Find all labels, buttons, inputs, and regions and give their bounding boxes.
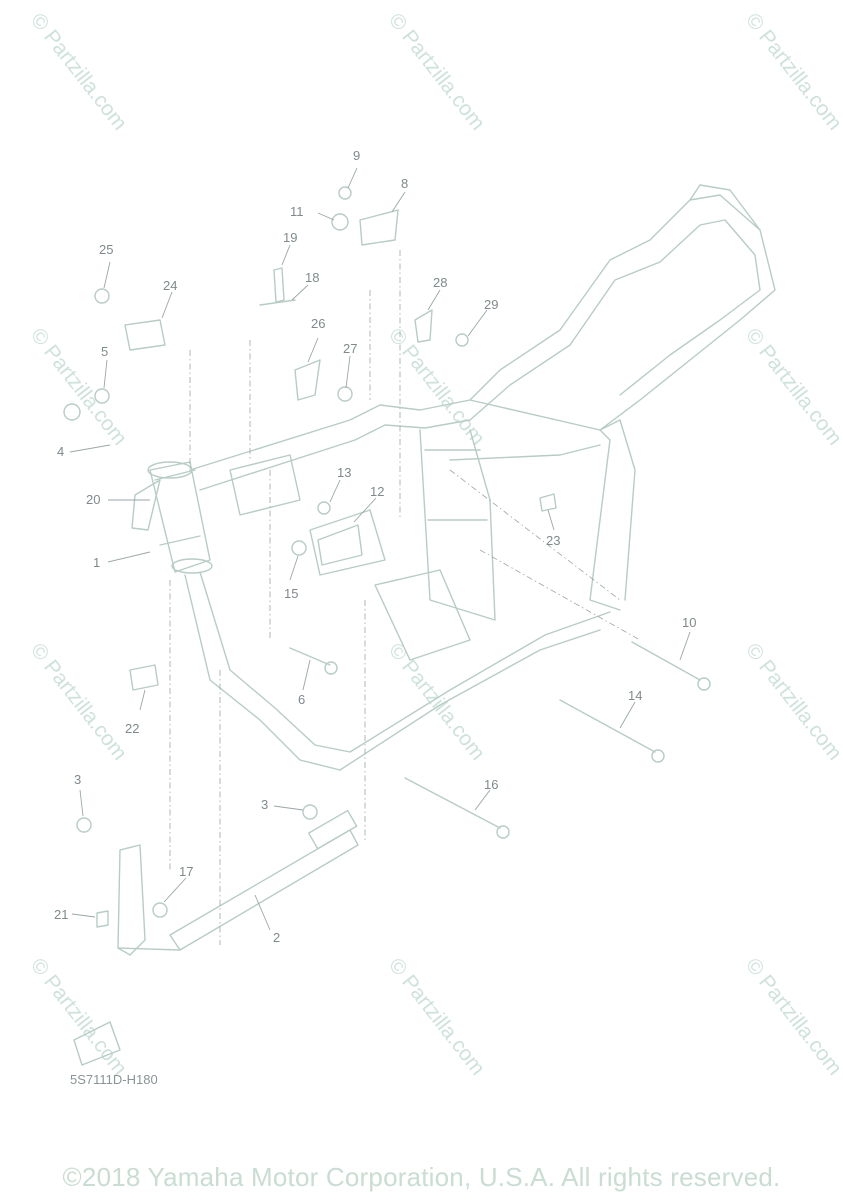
callout-13: 13 <box>337 465 351 480</box>
callout-11: 11 <box>290 204 304 219</box>
callout-14: 14 <box>628 688 642 703</box>
assembly-guides <box>169 250 641 945</box>
small-parts <box>63 186 711 1066</box>
callout-1: 1 <box>93 555 100 570</box>
head-pipe <box>149 461 211 573</box>
callout-4: 4 <box>57 444 64 459</box>
watermark-text: © Partzilla.com <box>384 639 489 765</box>
callout-17: 17 <box>179 864 193 879</box>
watermark-text: © Partzilla.com <box>741 324 843 450</box>
callout-29: 29 <box>484 297 498 312</box>
callout-16: 16 <box>484 777 498 792</box>
callout-6: 6 <box>298 692 305 707</box>
callout-5: 5 <box>101 344 108 359</box>
callout-3a: 3 <box>74 772 81 787</box>
callout-21: 21 <box>54 907 68 922</box>
leader-lines <box>69 167 691 931</box>
callout-19: 19 <box>283 230 297 245</box>
callout-15: 15 <box>284 586 298 601</box>
callout-10: 10 <box>682 615 696 630</box>
callout-9: 9 <box>353 148 360 163</box>
callout-18: 18 <box>305 270 319 285</box>
watermark-layer: © Partzilla.com © Partzilla.com © Partzill… <box>26 9 843 1080</box>
callout-20: 20 <box>86 492 100 507</box>
callout-27: 27 <box>343 341 357 356</box>
front-lower-tube <box>117 809 359 956</box>
callout-12: 12 <box>370 484 384 499</box>
drawing-code: 5S7111D-H180 <box>70 1072 158 1087</box>
watermark-text: © Partzilla.com <box>384 954 489 1080</box>
callout-26: 26 <box>311 316 325 331</box>
watermark-text: © Partzilla.com <box>741 639 843 765</box>
callout-28: 28 <box>433 275 447 290</box>
callout-labels: 1 2 3 3 4 5 6 8 9 10 11 12 13 14 15 16 1… <box>54 148 696 945</box>
callout-25: 25 <box>99 242 113 257</box>
callout-2: 2 <box>273 930 280 945</box>
watermark-text: © Partzilla.com <box>26 954 131 1080</box>
top-tube <box>189 329 561 471</box>
watermark-text: © Partzilla.com <box>384 9 489 135</box>
copyright-notice: ©2018 Yamaha Motor Corporation, U.S.A. A… <box>62 1162 781 1192</box>
callout-24: 24 <box>163 278 177 293</box>
watermark-text: © Partzilla.com <box>741 9 843 135</box>
watermark-text: © Partzilla.com <box>26 9 131 135</box>
callout-23: 23 <box>546 533 560 548</box>
down-tube <box>184 574 341 771</box>
callout-22: 22 <box>125 721 139 736</box>
watermark-text: © Partzilla.com <box>26 639 131 765</box>
watermark-text: © Partzilla.com <box>741 954 843 1080</box>
callout-3b: 3 <box>261 797 268 812</box>
frame-assembly <box>147 184 776 771</box>
watermark-text: © Partzilla.com <box>26 324 131 450</box>
callout-8: 8 <box>401 176 408 191</box>
